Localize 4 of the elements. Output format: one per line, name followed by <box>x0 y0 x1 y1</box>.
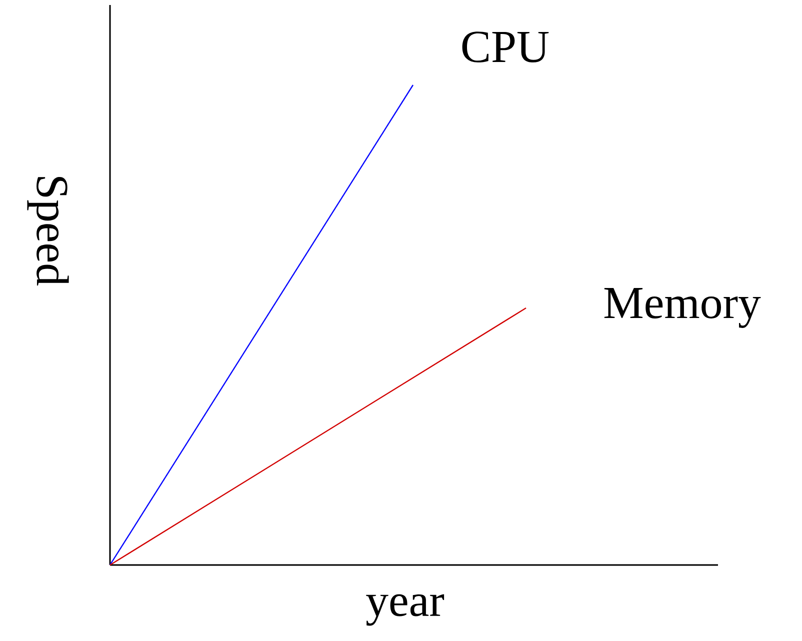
series-label: CPU <box>462 32 549 62</box>
axis-label: Speed <box>27 177 69 286</box>
series-label: Memory <box>604 288 761 328</box>
axis-label: year <box>366 594 444 626</box>
